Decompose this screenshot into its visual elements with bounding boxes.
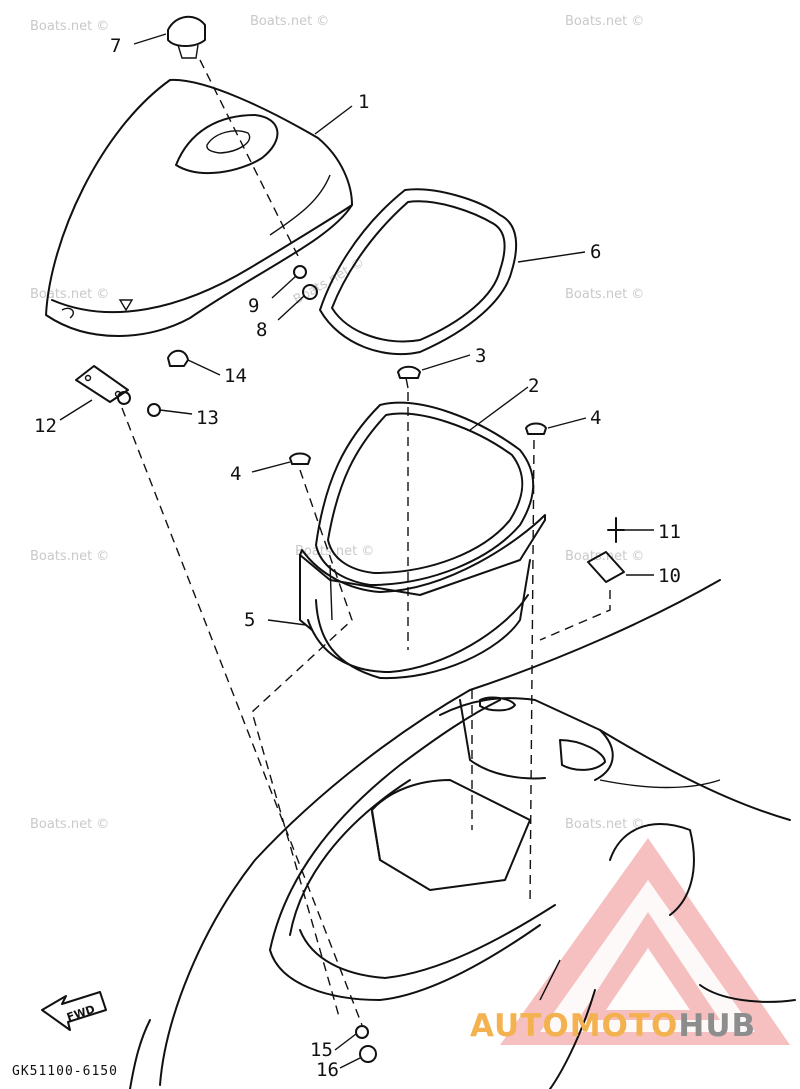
callout-3: 3	[475, 345, 486, 367]
callout-13: 13	[196, 407, 219, 429]
callout-2: 2	[528, 375, 539, 397]
callout-6: 6	[590, 241, 601, 263]
callout-16: 16	[316, 1059, 339, 1081]
brand-wordmark: AUTOMOTOHUB	[470, 1008, 756, 1044]
watermark-text: Boats.net ©	[30, 817, 109, 832]
brand-part-1: AUTOMOTO	[470, 1008, 679, 1044]
watermark-text: Boats.net ©	[30, 19, 109, 34]
watermark-text: Boats.net ©	[565, 817, 644, 832]
callout-11: 11	[658, 521, 681, 543]
fasteners	[75, 15, 625, 1063]
callout-1: 1	[358, 91, 369, 113]
callout-10: 10	[658, 565, 681, 587]
callout-9: 9	[248, 295, 259, 317]
watermark-text: Boats.net ©	[250, 14, 329, 29]
callout-5: 5	[244, 609, 255, 631]
assembly-lines	[121, 59, 611, 1026]
watermark-text: Boats.net ©	[565, 549, 644, 564]
seat-gasket	[319, 188, 518, 356]
callout-15: 15	[310, 1039, 333, 1061]
leader-lines	[59, 33, 654, 1069]
watermark-text: Boats.net ©	[565, 14, 644, 29]
box-frame	[299, 519, 546, 631]
hull-body	[129, 579, 796, 1089]
callout-12: 12	[34, 415, 57, 437]
storage-box	[299, 401, 546, 680]
callout-14: 14	[224, 365, 247, 387]
callout-8: 8	[256, 319, 267, 341]
callout-4-left: 4	[230, 463, 241, 485]
watermark-text: Boats.net ©	[30, 287, 109, 302]
callout-7: 7	[110, 35, 121, 57]
fwd-label: FWD	[65, 1003, 96, 1024]
watermark-text: Boats.net ©	[295, 544, 374, 559]
callouts: 7 1 6 9 8 3 14 2 12 13 4 4 11 10 5 15 16	[34, 35, 681, 1081]
part-code: GK51100-6150	[12, 1064, 118, 1079]
watermark-text: Boats.net ©	[30, 549, 109, 564]
watermark-text: Boats.net ©	[565, 287, 644, 302]
brand-part-2: HUB	[678, 1008, 757, 1044]
watermarks: Boats.net © Boats.net © Boats.net © Boat…	[30, 14, 644, 832]
seat-cover	[45, 78, 353, 337]
fwd-arrow: FWD	[41, 991, 107, 1031]
callout-4-right: 4	[590, 407, 601, 429]
